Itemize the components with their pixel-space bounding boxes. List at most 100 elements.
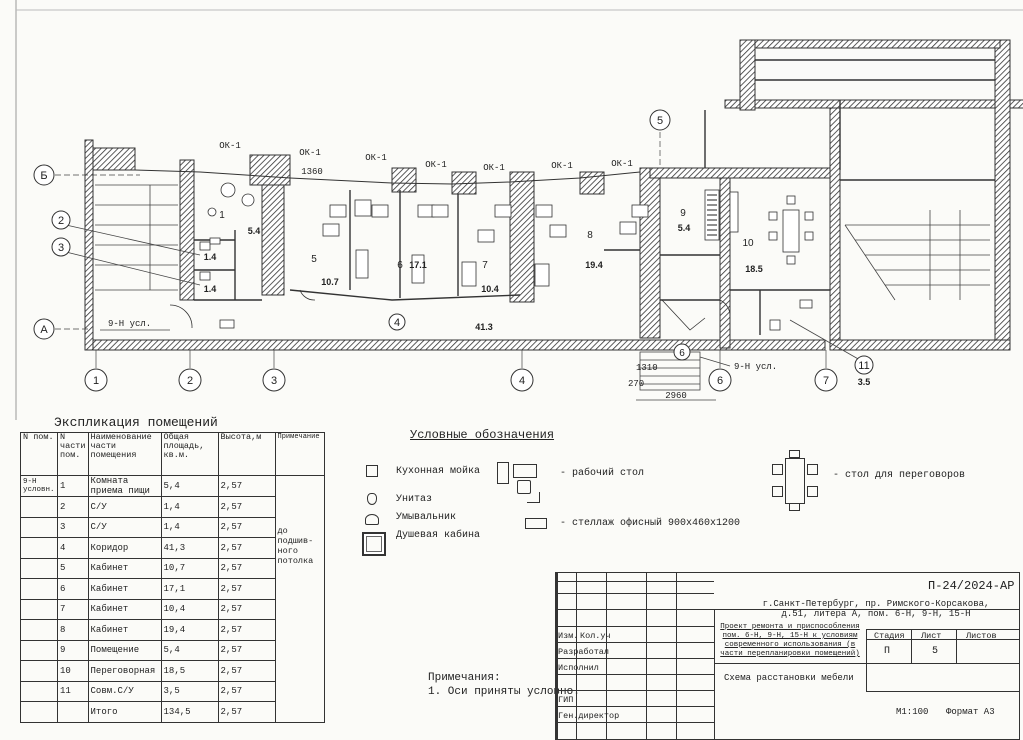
shower-icon [362, 532, 386, 556]
window-label: ОК-1 [611, 159, 633, 169]
project-title: Проект ремонта и приспособления пом. 6-Н… [720, 623, 860, 658]
cell-pom [20, 660, 58, 682]
leader-label: 11 [858, 360, 869, 372]
room-area: 18.5 [745, 264, 763, 274]
sheet-title: Схема расстановки мебели [724, 673, 854, 683]
dimension-label: 2960 [665, 391, 687, 401]
cell-name: Кабинет [87, 598, 162, 620]
area-label: 3.5 [858, 377, 871, 387]
doors [169, 289, 731, 331]
stamp-role-4: Ген.директор [558, 711, 620, 721]
cell-part: 10 [57, 660, 89, 682]
cell-part: 5 [57, 557, 89, 579]
cell-area: 134,5 [160, 701, 219, 723]
stamp-col-sheet: Лист [921, 631, 942, 641]
stamp-kol: Кол.уч [580, 631, 611, 641]
window-label: ОК-1 [299, 148, 321, 158]
room-number: 9 [680, 208, 686, 219]
cell-pom [20, 578, 58, 600]
scale: М1:100 [896, 707, 929, 717]
room-number: 6 [679, 348, 685, 359]
cell-name: Кабинет [87, 619, 162, 641]
cell-pom [20, 557, 58, 579]
legend-toilet: Унитаз [396, 494, 433, 505]
furniture [199, 182, 814, 331]
axis-label: Б [40, 170, 47, 182]
notes-title: Примечания: [428, 672, 501, 684]
dimension-top: 1360 [301, 167, 323, 177]
stair-left [95, 184, 178, 291]
col-height: Высота,м [217, 432, 276, 476]
legend-desk: - рабочий стол [560, 468, 645, 479]
cell-part: 1 [57, 475, 89, 497]
room-area: 5.4 [248, 226, 261, 236]
cell-height: 2,57 [217, 680, 276, 702]
col-note: Примечание [274, 432, 325, 476]
stamp-stage: П [884, 646, 891, 657]
axis-label: 5 [657, 115, 663, 127]
stamp-role-3: ГИП [558, 695, 574, 705]
room-number: 4 [0, 0, 3, 3]
cell-height: 2,57 [217, 516, 276, 538]
cell-part: 3 [57, 516, 89, 538]
window-label: ОК-1 [365, 153, 387, 163]
cell-name: Комната приема пищи [87, 475, 162, 497]
axis-label: 1 [93, 375, 99, 387]
room-area: 5.4 [678, 223, 691, 233]
cell-part: 11 [57, 680, 89, 702]
legend-sink: Кухонная мойка [396, 466, 481, 477]
desk-icon [497, 462, 547, 504]
stair-right [844, 210, 990, 301]
title-block: П-24/2024-АР г.Санкт-Петербург, пр. Римс… [555, 572, 1020, 740]
format: Формат А3 [946, 707, 995, 717]
cell-name: Итого [87, 701, 162, 723]
cell-area: 5,4 [160, 639, 219, 661]
cell-name: Кабинет [87, 578, 162, 600]
window-label: ОК-1 [219, 141, 241, 151]
cell-area: 19,4 [160, 619, 219, 641]
cell-height: 2,57 [217, 660, 276, 682]
cell-pom [20, 680, 58, 702]
cell-pom [20, 639, 58, 661]
cell-name: Кабинет [87, 557, 162, 579]
cell-name: Совм.С/У [87, 680, 162, 702]
cell-area: 10,7 [160, 557, 219, 579]
room-number: 1 [219, 210, 225, 221]
room-area: 10.7 [321, 277, 339, 287]
stamp-col-sheets: Листов [966, 631, 997, 641]
cell-pom [20, 598, 58, 620]
cell-pom [20, 619, 58, 641]
room-number: 6 [397, 260, 403, 271]
outer-walls [84, 39, 1023, 351]
col-n-part: N части пом. [57, 432, 89, 476]
stamp-role-1: Разработал [558, 647, 610, 657]
dimension-label: 1310 [636, 363, 658, 373]
room-area: 10.4 [481, 284, 499, 294]
toilet-icon [367, 493, 377, 505]
project-code: П-24/2024-АР [928, 579, 1015, 593]
cell-name: Коридор [87, 537, 162, 559]
axis-label: 2 [187, 375, 193, 387]
cell-part: 6 [57, 578, 89, 600]
partitions [194, 59, 995, 335]
cell-area: 41,3 [160, 537, 219, 559]
axis-label: 4 [519, 375, 525, 387]
cell-pom: 9-Н условн. [20, 475, 58, 497]
axis-label: 3 [271, 375, 277, 387]
address: г.Санкт-Петербург, пр. Римского-Корсаков… [762, 599, 990, 619]
room-number: 7 [482, 260, 488, 271]
legend-title: Условные обозначения [410, 428, 555, 442]
room-area: 41.3 [475, 322, 493, 332]
window-label: ОК-1 [483, 163, 505, 173]
cell-note: до подшив- ного потолка [274, 475, 325, 723]
entrance-steps [636, 351, 716, 401]
room-number: 8 [587, 230, 593, 241]
cell-area: 10,4 [160, 598, 219, 620]
legend-washbasin: Умывальник [396, 512, 457, 523]
sink-icon [366, 465, 378, 477]
cell-name: Помещение [87, 639, 162, 661]
axis-label: 7 [823, 375, 829, 387]
